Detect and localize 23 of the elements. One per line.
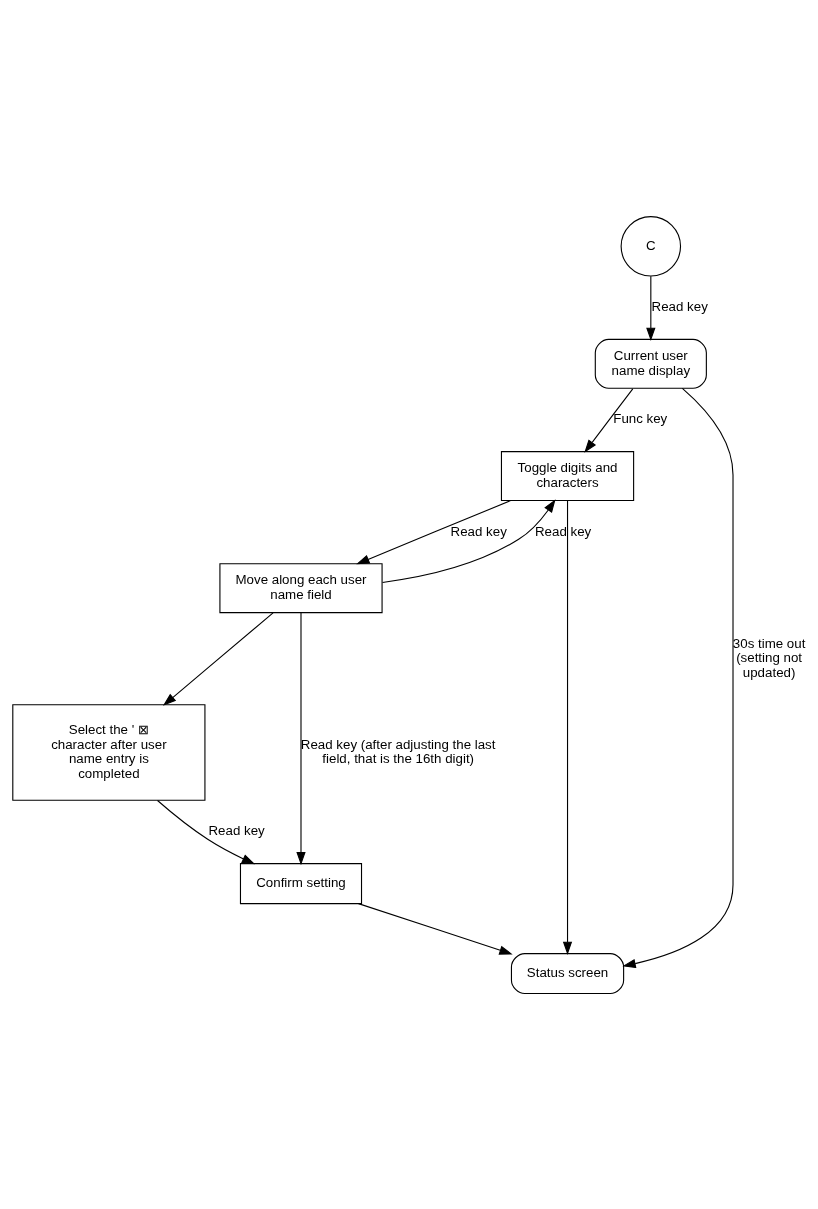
arrow — [296, 611, 306, 865]
arrow — [162, 611, 274, 706]
arrow — [562, 499, 573, 955]
arrow — [156, 799, 256, 864]
arrow — [622, 387, 734, 968]
node-circle: C — [620, 215, 682, 277]
arrow — [584, 387, 634, 453]
node-box: Status screen — [510, 952, 625, 994]
arrow — [356, 499, 512, 564]
edge-label: Read key (after adjusting the last field, that is the 16th digit) — [300, 736, 496, 766]
node-box: Select the ' ⊠ character after user name entry is completed — [12, 703, 206, 801]
node-box: Move along each user name field — [219, 562, 383, 613]
arrow — [357, 902, 513, 955]
arrow — [646, 275, 656, 341]
node-box: Confirm setting — [239, 862, 363, 904]
edge-label: Func key — [613, 410, 668, 426]
edge-label: Read key — [450, 523, 507, 539]
node-box: Current user name display — [594, 338, 707, 389]
node-box: Toggle digits and characters — [500, 450, 635, 501]
edge-label: Read key — [208, 822, 265, 838]
edge-label: Read key — [534, 523, 592, 539]
edge-label: Read key — [651, 298, 708, 314]
arrow — [381, 498, 556, 583]
